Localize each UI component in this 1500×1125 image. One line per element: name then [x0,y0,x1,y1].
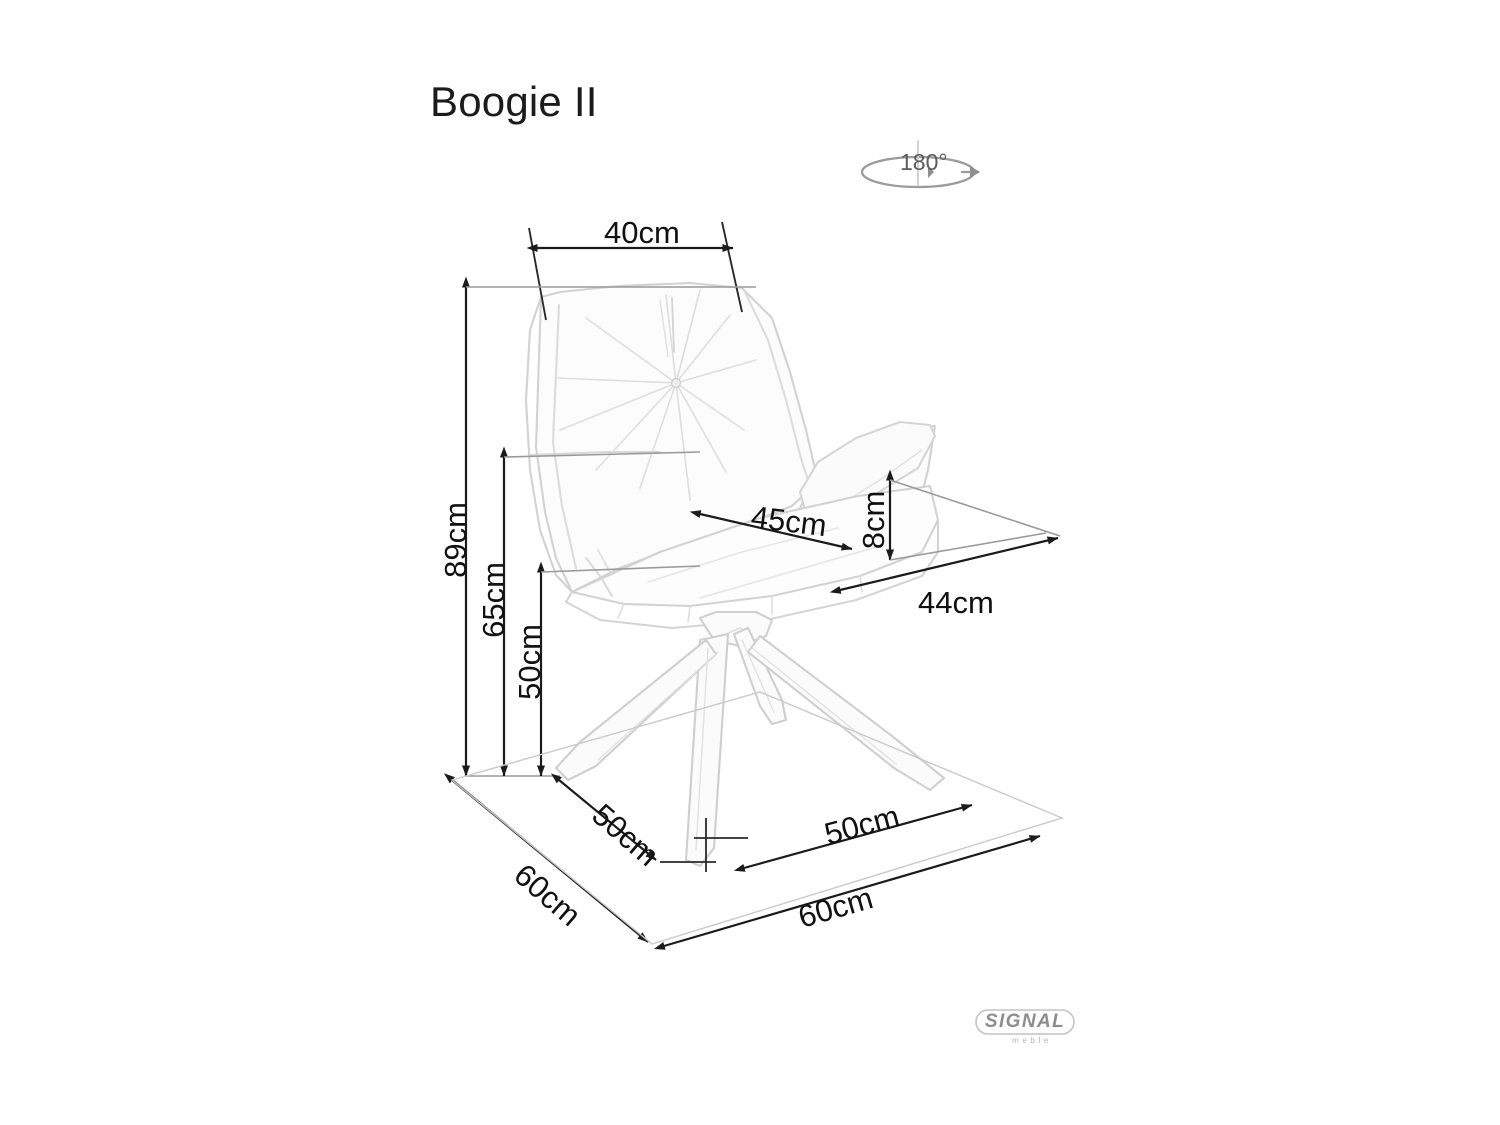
page-title: Boogie II [430,78,598,125]
dimension-label-60cm-width: 60cm [794,880,877,935]
logo-wordmark: SIGNAL [985,1011,1065,1032]
rotation-angle-label: 180° [900,149,948,175]
dimension-label-50cm-base-depth: 50cm [585,797,665,873]
dimension-label-8cm: 8cm [856,491,891,550]
dimension-label-44cm: 44cm [918,585,994,620]
logo-pill-outline [975,1009,1075,1035]
dimension-label-89cm: 89cm [438,502,473,578]
chair-illustration [524,281,946,868]
brand-logo: SIGNAL meble [975,1009,1075,1045]
dimension-label-50cm-base-width: 50cm [821,798,903,851]
logo-tagline: meble [1012,1036,1052,1045]
dimension-label-65cm: 65cm [476,562,511,638]
dimension-label-40cm: 40cm [604,215,680,250]
dimension-label-60cm-depth: 60cm [507,857,587,933]
dimension-label-50cm-seat-height: 50cm [512,624,547,700]
dimension-lines [443,221,1065,950]
rotation-180-icon [860,140,980,189]
